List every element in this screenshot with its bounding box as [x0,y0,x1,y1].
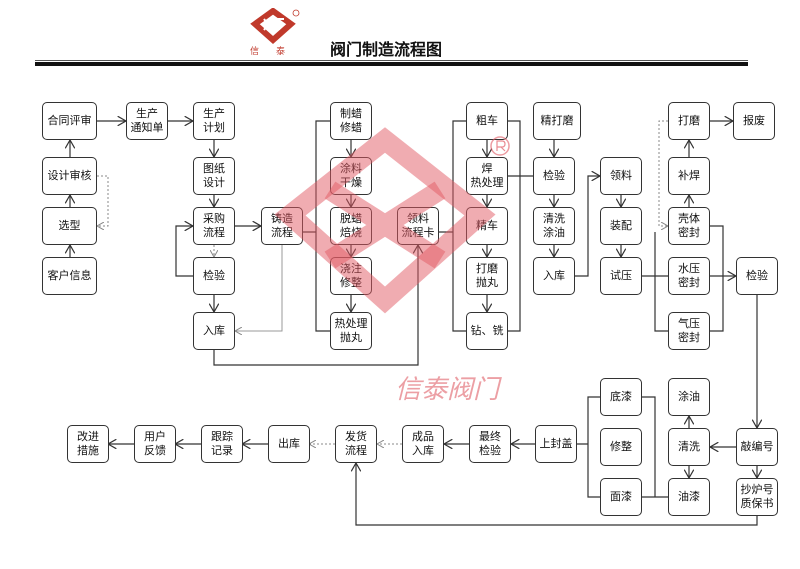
node-contract-review[interactable]: 合同评审 [42,102,97,140]
node-heat-blast[interactable]: 热处理 抛丸 [330,312,372,350]
node-finished-store[interactable]: 成品 入库 [402,425,444,463]
node-primer[interactable]: 底漆 [600,378,642,416]
node-feedback[interactable]: 用户 反馈 [134,425,176,463]
node-clean[interactable]: 清洗 [668,428,710,466]
node-trim[interactable]: 修整 [600,428,642,466]
node-store-mid[interactable]: 入库 [533,257,575,295]
node-topcoat[interactable]: 面漆 [600,478,642,516]
watermark-text: 信泰阀门 [395,375,500,405]
header-divider [35,60,748,61]
node-heat-cert[interactable]: 抄炉号 质保书 [736,478,778,516]
node-production-notice[interactable]: 生产 通知单 [126,102,168,140]
node-final-inspect[interactable]: 最终 检验 [469,425,511,463]
node-scrap[interactable]: 报废 [733,102,775,140]
node-pick-material[interactable]: 领料 [600,157,642,195]
node-pour-trim[interactable]: 浇注 修整 [330,257,372,295]
node-purchase-flow[interactable]: 采购 流程 [193,207,235,245]
node-paint[interactable]: 油漆 [668,478,710,516]
node-store-left[interactable]: 入库 [193,312,235,350]
node-shipping[interactable]: 发货 流程 [335,425,377,463]
node-cap[interactable]: 上封盖 [535,425,577,463]
node-finish-turn[interactable]: 精车 [466,207,508,245]
node-casting-flow[interactable]: 铸造 流程 [261,207,303,245]
node-wax-make[interactable]: 制蜡 修蜡 [330,102,372,140]
node-weld-heat[interactable]: 焊 热处理 [466,157,508,195]
node-oil-coat[interactable]: 涂油 [668,378,710,416]
node-assembly[interactable]: 装配 [600,207,642,245]
node-outbound[interactable]: 出库 [268,425,310,463]
node-selection[interactable]: 选型 [42,207,97,245]
node-repair-weld[interactable]: 补焊 [668,157,710,195]
node-improve[interactable]: 改进 措施 [67,425,109,463]
node-inspect-mid[interactable]: 检验 [533,157,575,195]
node-dewax-bake[interactable]: 脱蜡 焙烧 [330,207,372,245]
node-water-seal[interactable]: 水压 密封 [668,257,710,295]
header-divider [35,62,748,66]
logo-char: 信 [250,47,260,57]
page-title: 阀门制造流程图 [330,40,443,59]
node-inspect-left[interactable]: 检验 [193,257,235,295]
node-design-review[interactable]: 设计审核 [42,157,97,195]
node-material-card[interactable]: 领料 流程卡 [397,207,439,245]
node-inspect-right[interactable]: 检验 [736,257,778,295]
logo-char: 泰 [276,47,286,57]
node-grind-blast[interactable]: 打磨 抛丸 [466,257,508,295]
node-shell-seal[interactable]: 壳体 密封 [668,207,710,245]
node-customer-info[interactable]: 客户信息 [42,257,97,295]
node-clean-oil[interactable]: 清洗 涂油 [533,207,575,245]
node-production-plan[interactable]: 生产 计划 [193,102,235,140]
node-drawing-design[interactable]: 图纸 设计 [193,157,235,195]
node-tracking[interactable]: 跟踪 记录 [201,425,243,463]
node-coat-dry[interactable]: 涂料 干燥 [330,157,372,195]
company-logo [250,8,300,44]
node-grind[interactable]: 打磨 [668,102,710,140]
node-stamp-number[interactable]: 敲编号 [736,428,778,466]
node-fine-grind[interactable]: 精打磨 [533,102,581,140]
node-pressure-test[interactable]: 试压 [600,257,642,295]
node-rough-turn[interactable]: 粗车 [466,102,508,140]
node-air-seal[interactable]: 气压 密封 [668,312,710,350]
node-drill-mill[interactable]: 钻、铣 [466,312,508,350]
